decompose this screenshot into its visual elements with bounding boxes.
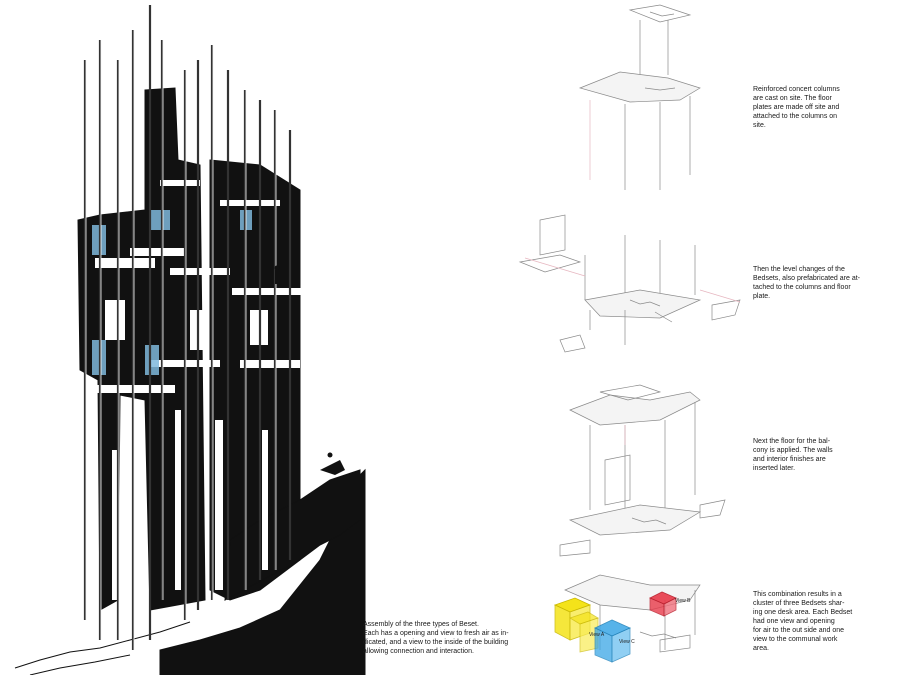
assembly-note-3: Next the floor for the bal- cony is appl… bbox=[753, 438, 833, 472]
view-c-volume bbox=[594, 619, 631, 663]
tower-caption: Assembly of the three types of Beset. Ea… bbox=[363, 621, 509, 655]
assembly-step-3 bbox=[559, 384, 726, 557]
assembly-step-2 bbox=[518, 214, 741, 353]
tower-columns bbox=[83, 5, 292, 650]
view-a-label: View A bbox=[589, 632, 605, 638]
tower-terrain bbox=[14, 468, 366, 675]
assembly-note-4: This combination results in a cluster of… bbox=[753, 591, 853, 652]
tower-mass bbox=[77, 87, 361, 611]
tower-columns-highlight bbox=[85, 30, 277, 650]
assembly-note-2: Then the level changes of the Bedsets, a… bbox=[753, 266, 861, 300]
tower-perspective bbox=[14, 5, 366, 675]
view-b-label: View B bbox=[675, 598, 691, 604]
assembly-step-1 bbox=[578, 4, 701, 190]
view-a-volume bbox=[553, 597, 599, 653]
tower-glazing bbox=[92, 210, 252, 375]
assembly-note-1: Reinforced concert columns are cast on s… bbox=[753, 86, 840, 129]
view-c-label: View C bbox=[619, 639, 635, 645]
tower-figures bbox=[126, 265, 345, 475]
view-b-volume bbox=[649, 591, 677, 617]
assembly-diagrams bbox=[518, 4, 741, 653]
view-volumes bbox=[553, 591, 677, 663]
